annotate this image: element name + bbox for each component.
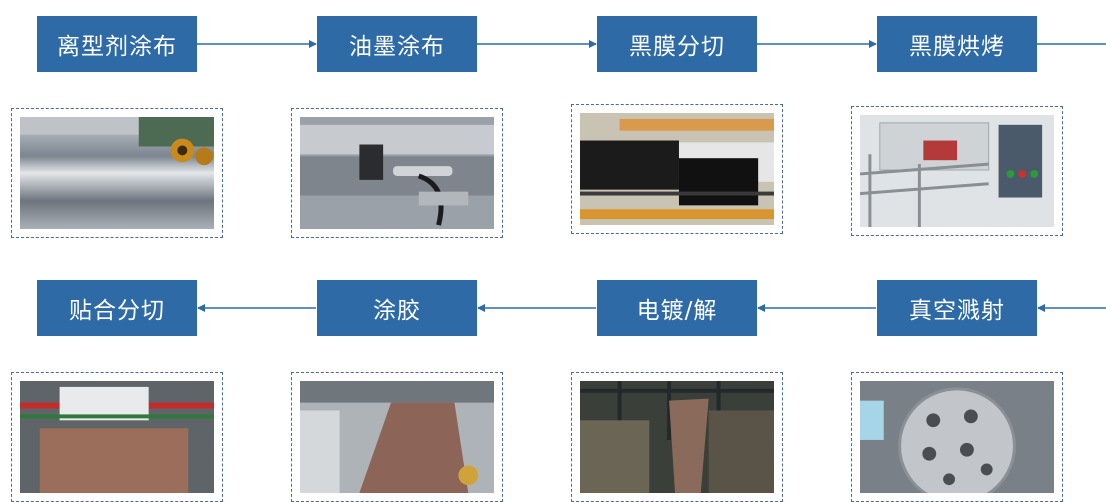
- step-label: 真空溅射: [909, 298, 1005, 324]
- laminating-slitting-photo: [20, 381, 214, 493]
- step-ink-coating: 油墨涂布: [317, 16, 477, 72]
- glue-coating-photo: [300, 381, 494, 493]
- vacuum-sputtering-chamber-photo: [860, 381, 1054, 493]
- electroplating-photo: [580, 381, 774, 493]
- step-laminating-slitting: 贴合分切: [37, 280, 197, 336]
- photo-frame-laminating-slitting: [11, 372, 223, 502]
- step-glue-coating: 涂胶: [317, 280, 477, 336]
- step-label: 油墨涂布: [349, 34, 445, 60]
- photo-frame-release-coating: [11, 108, 223, 238]
- black-film-oven-photo: [860, 115, 1054, 227]
- step-label: 黑膜烘烤: [909, 34, 1005, 60]
- ink-coating-machine-photo: [300, 117, 494, 229]
- photo-frame-black-film-slitting: [571, 104, 783, 234]
- release-coating-roll-photo: [20, 117, 214, 229]
- step-label: 电镀/解: [636, 298, 718, 324]
- photo-frame-black-film-baking: [851, 106, 1063, 236]
- photo-frame-electroplating: [571, 372, 783, 502]
- step-label: 黑膜分切: [629, 34, 725, 60]
- step-label: 离型剂涂布: [57, 34, 177, 60]
- step-black-film-slitting: 黑膜分切: [597, 16, 757, 72]
- step-black-film-baking: 黑膜烘烤: [877, 16, 1037, 72]
- photo-frame-vacuum-sputtering: [851, 372, 1063, 502]
- photo-frame-glue-coating: [291, 372, 503, 502]
- step-release-coating: 离型剂涂布: [37, 16, 197, 72]
- step-electroplating: 电镀/解: [597, 280, 757, 336]
- step-label: 涂胶: [373, 298, 421, 324]
- step-label: 贴合分切: [69, 298, 165, 324]
- step-vacuum-sputtering: 真空溅射: [877, 280, 1037, 336]
- photo-frame-ink-coating: [291, 108, 503, 238]
- black-film-slitting-photo: [580, 113, 774, 225]
